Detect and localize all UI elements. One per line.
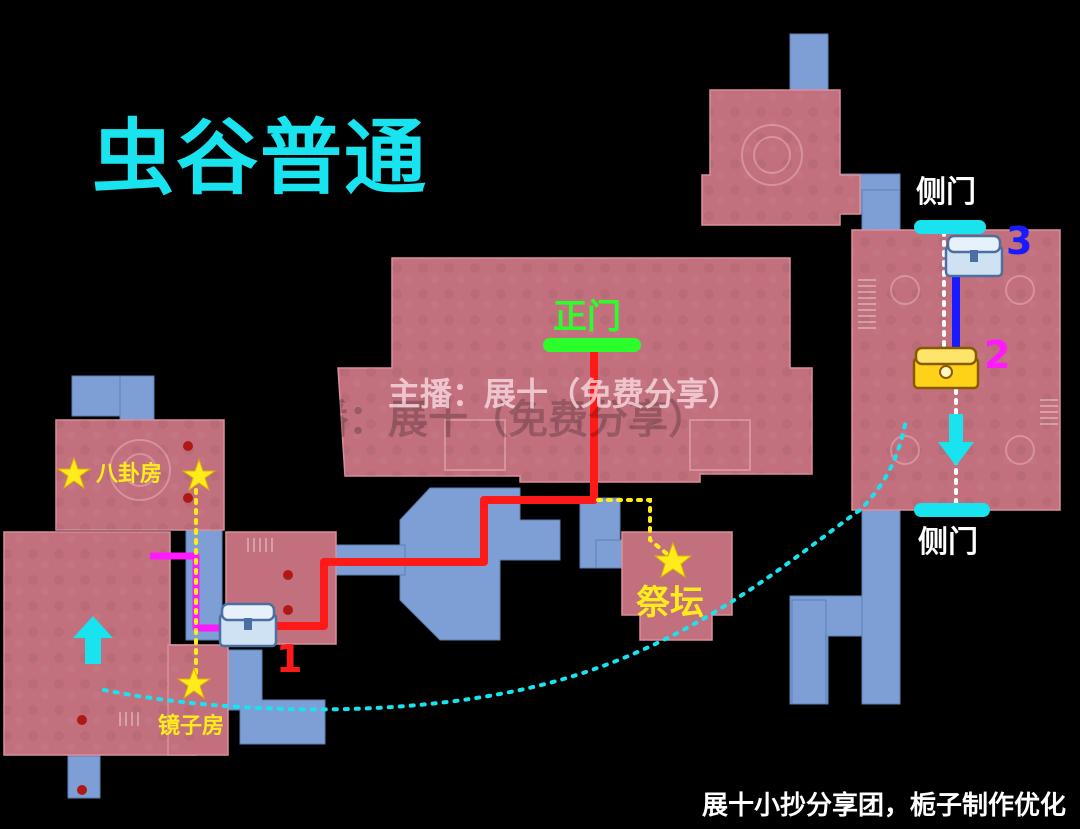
star-icon (181, 458, 217, 492)
star-icon (653, 541, 693, 579)
star-icon (56, 456, 693, 700)
route-yellow-dotted-altar (596, 498, 674, 560)
watermark: 主播：展十（免费分享） (388, 375, 741, 413)
side-gate-top-bar (914, 220, 986, 234)
stairs (119, 279, 1058, 726)
side-gate-bottom-bar (914, 503, 990, 517)
credit-text: 展十小抄分享团，栀子制作优化 (701, 791, 1066, 821)
treasure-chest-icon (944, 234, 1004, 278)
corridor-top-right-vertical (789, 33, 829, 93)
treasure-chest-icon (218, 602, 278, 648)
corridor-left-top-vertical (119, 375, 155, 421)
floor-circle-top-right (741, 124, 803, 186)
bagua-room-label: 八卦房 (96, 462, 163, 487)
side-gate-bottom-label: 侧门 (918, 525, 978, 560)
watermark-shadow: 主播：展十（免费分享） (268, 397, 708, 443)
mirror-room-label: 镜子房 (158, 714, 225, 739)
arrow-down-icon (938, 414, 974, 466)
star-icon (56, 456, 92, 490)
star-icon (176, 666, 212, 700)
room-altar (621, 531, 733, 641)
red-floor-markers (77, 441, 293, 795)
gold-chest-icon (912, 346, 980, 390)
main-gate-bar (543, 338, 641, 352)
corridor-top-right-connector (861, 189, 901, 231)
corridor-mirror-link (221, 649, 326, 745)
floor-circle-bagua (109, 439, 171, 501)
chest-number-2: 2 (984, 333, 1011, 377)
main-gate-label: 正门 (553, 297, 621, 337)
chest-number-3: 3 (1006, 219, 1033, 263)
map-title: 虫谷普通 (92, 111, 429, 206)
chest-number-1: 1 (276, 637, 303, 681)
route-red (248, 350, 598, 630)
arrow-up-icon (73, 616, 113, 664)
altar-label: 祭坛 (636, 583, 704, 623)
corridor-bottom-right-stub (791, 599, 827, 705)
room-decor (109, 124, 1035, 501)
side-gate-top-label: 侧门 (916, 175, 976, 210)
